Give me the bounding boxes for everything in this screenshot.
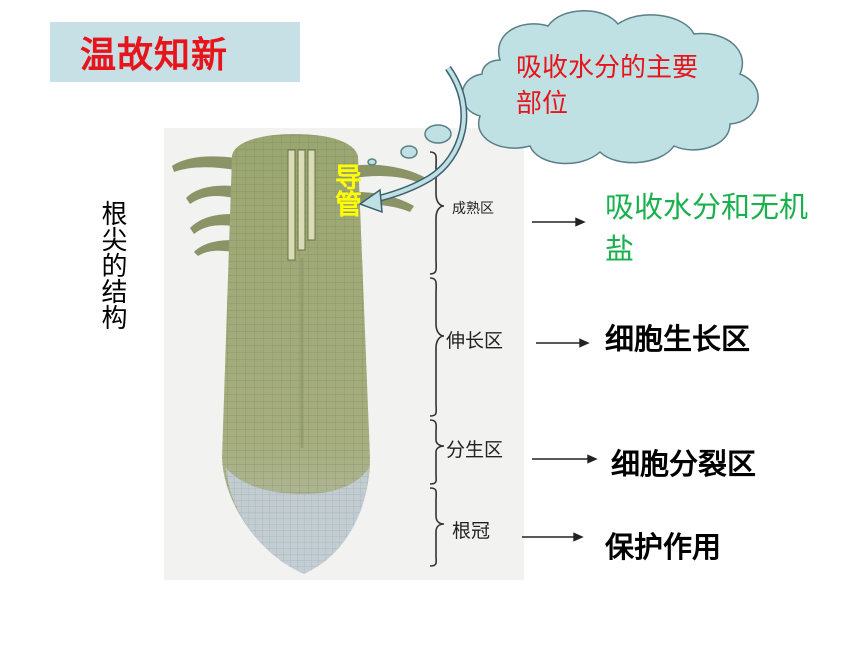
zone-label-elongation: 伸长区: [446, 330, 504, 352]
xylem-label: 导管: [330, 163, 361, 217]
title-banner: [50, 22, 300, 82]
slide-title: 温故知新: [80, 35, 229, 76]
zone-label-root-cap: 根冠: [452, 520, 491, 542]
desc-elongation: 细胞生长区: [605, 322, 751, 356]
zone-arrows: [522, 217, 598, 542]
vertical-label: 根尖的结构: [97, 200, 127, 330]
desc-root-cap: 保护作用: [605, 530, 722, 564]
xylem-vessels: [287, 149, 316, 448]
root-tip-illustration: [172, 134, 445, 574]
zone-label-meristem: 分生区: [446, 439, 504, 461]
callout-cloud: [367, 10, 759, 166]
root-hairs: [172, 156, 426, 256]
desc-meristem: 细胞分裂区: [611, 447, 757, 481]
zone-braces: [429, 151, 445, 567]
zone-label-maturation: 成熟区: [452, 201, 494, 217]
desc-maturation: 吸收水分和无机盐: [605, 190, 809, 266]
root-tip-figure: [164, 128, 524, 580]
callout-text: 吸收水分的主要部位: [516, 53, 699, 119]
callout-arrow: [358, 65, 468, 214]
